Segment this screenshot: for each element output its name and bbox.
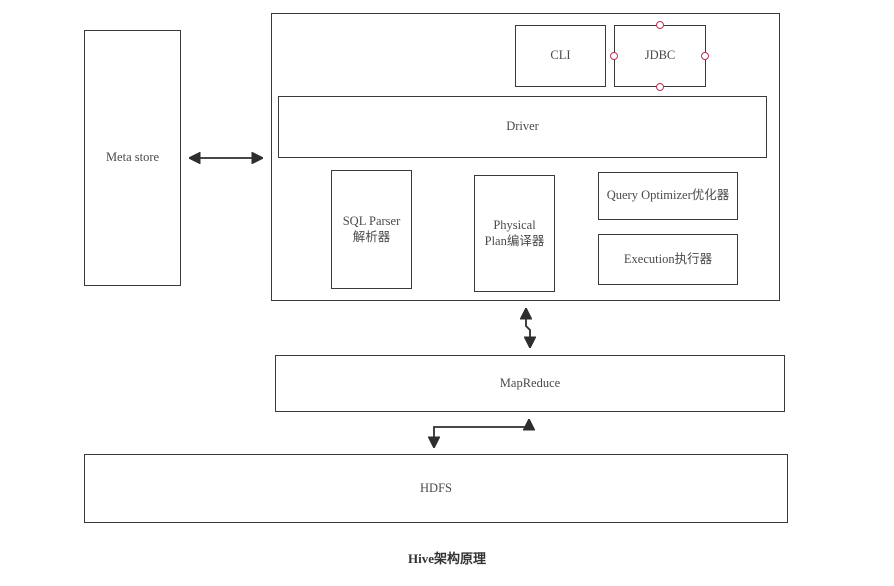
node-physical-plan[interactable]: Physical Plan编译器 bbox=[474, 175, 555, 292]
node-cli[interactable]: CLI bbox=[515, 25, 606, 87]
diagram-caption: Hive架构原理 bbox=[408, 551, 486, 566]
node-query-optimizer[interactable]: Query Optimizer优化器 bbox=[598, 172, 738, 220]
node-mapreduce[interactable]: MapReduce bbox=[275, 355, 785, 412]
selection-handle-left-middle[interactable] bbox=[610, 52, 618, 60]
connector-hive-to-mapreduce bbox=[526, 309, 530, 347]
node-driver[interactable]: Driver bbox=[278, 96, 767, 158]
node-hdfs[interactable]: HDFS bbox=[84, 454, 788, 523]
node-execution[interactable]: Execution执行器 bbox=[598, 234, 738, 285]
node-jdbc[interactable]: JDBC bbox=[614, 25, 706, 87]
node-sql-parser[interactable]: SQL Parser 解析器 bbox=[331, 170, 412, 289]
selection-handle-top-center[interactable] bbox=[656, 21, 664, 29]
selection-handle-right-middle[interactable] bbox=[701, 52, 709, 60]
node-meta-store[interactable]: Meta store bbox=[84, 30, 181, 286]
connector-mapreduce-to-hdfs bbox=[434, 420, 529, 447]
selection-handle-bottom-center[interactable] bbox=[656, 83, 664, 91]
